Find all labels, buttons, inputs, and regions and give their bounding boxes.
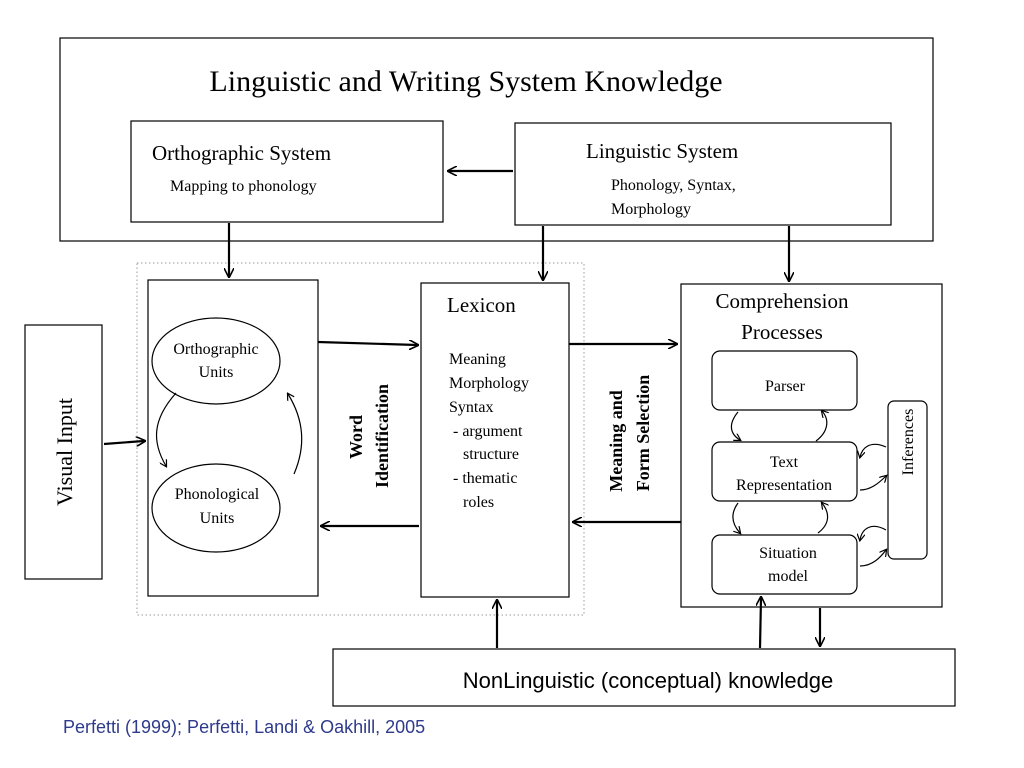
lexicon-lines: Meaning Morphology Syntax - argument str…: [449, 351, 533, 511]
inferences-box: [887, 400, 928, 560]
arrow-parser-to-text: [730, 411, 740, 440]
arrow-nonlinguistic-to-situation: [760, 598, 761, 649]
visual-input-label: Visual Input: [52, 398, 77, 506]
arrow-visual-input: [103, 441, 144, 444]
situation-model-box: [711, 534, 858, 595]
lexicon-line-2: Syntax: [449, 399, 493, 416]
arrow-text-to-parser: [815, 411, 827, 442]
lexicon-line-1: Morphology: [449, 375, 529, 392]
comprehension-title-2: Processes: [741, 320, 823, 344]
linguistic-system-subtitle-2: Morphology: [611, 201, 691, 218]
linguistic-system-box: [514, 122, 892, 226]
phonological-units-label-2: Units: [200, 510, 235, 527]
arrow-ortho-to-phono: [155, 392, 177, 466]
orthographic-system-subtitle: Mapping to phonology: [170, 178, 317, 195]
nonlinguistic-label: NonLinguistic (conceptual) knowledge: [463, 668, 834, 693]
comprehension-title-1: Comprehension: [716, 289, 849, 313]
lexicon-line-3: - argument: [453, 423, 523, 440]
lexicon-box: [420, 282, 570, 598]
knowledge-title: Linguistic and Writing System Knowledge: [209, 65, 722, 98]
parser-label: Parser: [765, 378, 806, 395]
phonological-units-ellipse: [151, 463, 281, 553]
orthographic-units-ellipse: [151, 317, 281, 405]
word-identification-label-1: Word: [346, 415, 366, 459]
word-identification-label-2: Identification: [372, 384, 392, 488]
situation-model-label-1: Situation: [759, 545, 817, 562]
lexicon-title: Lexicon: [447, 293, 516, 317]
lexicon-line-5: - thematic: [453, 470, 517, 487]
arrow-situation-to-text: [817, 503, 828, 534]
arrow-inferences-to-situation: [860, 525, 887, 540]
linguistic-system-title: Linguistic System: [586, 139, 738, 163]
lexicon-line-6: roles: [463, 494, 494, 511]
arrow-phono-to-ortho: [288, 394, 303, 475]
arrow-units-to-lexicon: [317, 342, 417, 345]
visual-input-box: [24, 324, 103, 580]
citation: Perfetti (1999); Perfetti, Landi & Oakhi…: [63, 717, 425, 737]
nonlinguistic-box: [332, 648, 956, 707]
orthographic-units-label-2: Units: [199, 364, 234, 381]
phonological-units-label-1: Phonological: [175, 486, 260, 503]
parser-box: [711, 350, 858, 411]
meaning-form-label-2: Form Selection: [633, 375, 653, 491]
inferences-label: Inferences: [900, 409, 917, 476]
arrow-inferences-to-text: [860, 443, 887, 457]
lexicon-line-0: Meaning: [449, 351, 506, 368]
text-representation-box: [711, 441, 858, 502]
orthographic-units-label-1: Orthographic: [173, 341, 258, 358]
meaning-form-label-1: Meaning and: [606, 390, 626, 492]
lexicon-line-4: structure: [463, 446, 519, 463]
situation-model-label-2: model: [768, 568, 809, 585]
linguistic-system-subtitle-1: Phonology, Syntax,: [611, 177, 736, 194]
orthographic-system-box: [130, 120, 444, 223]
orthographic-system-title: Orthographic System: [152, 141, 331, 165]
text-representation-label-1: Text: [770, 454, 799, 471]
arrow-situation-to-inferences: [859, 550, 886, 567]
arrow-text-to-inferences: [859, 476, 886, 491]
text-representation-label-2: Representation: [736, 477, 832, 494]
arrow-text-to-situation: [732, 502, 740, 533]
